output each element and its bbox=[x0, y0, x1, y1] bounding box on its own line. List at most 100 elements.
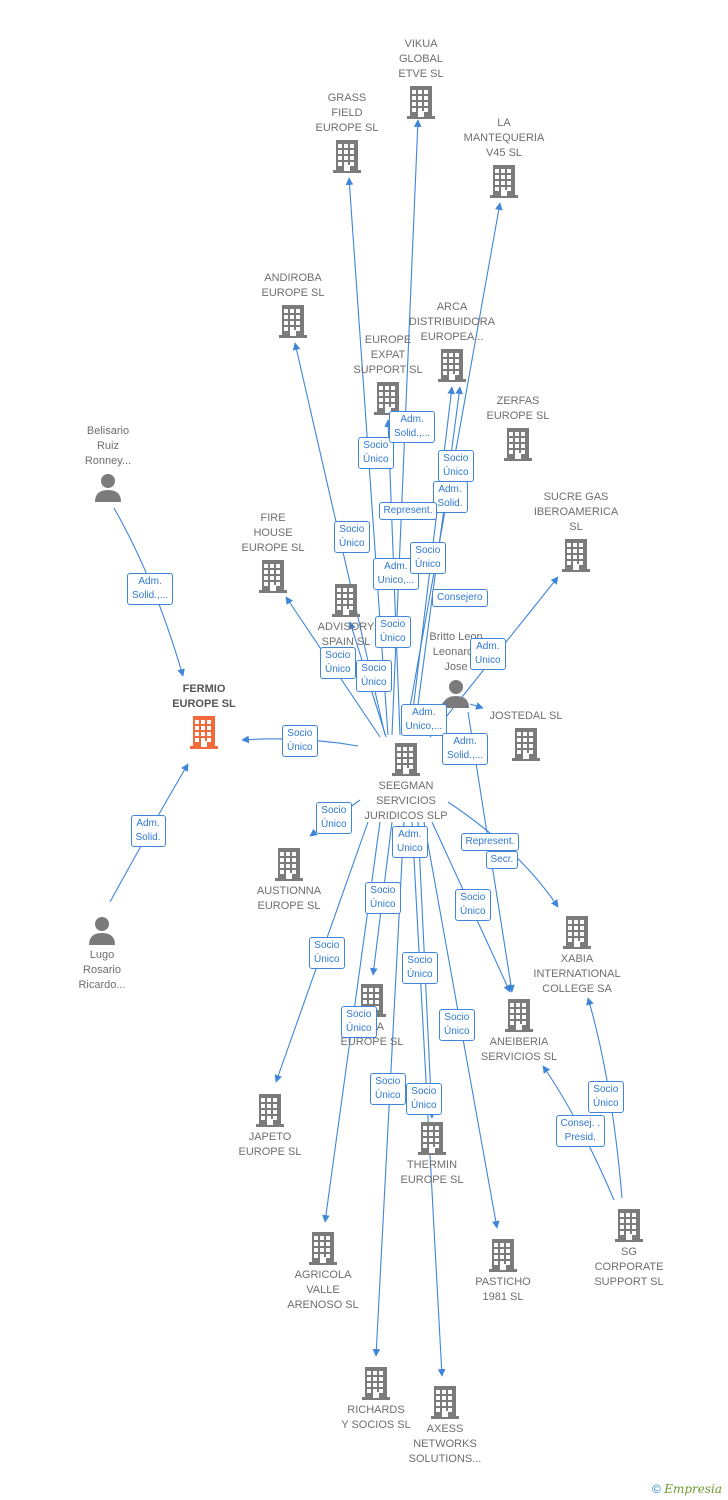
node-label: LA MANTEQUERIA V45 SL bbox=[463, 117, 545, 159]
node-fire[interactable]: FIRE HOUSE EUROPE SL bbox=[213, 511, 333, 593]
node-grass[interactable]: GRASS FIELD EUROPE SL bbox=[287, 91, 407, 173]
node-label: RICHARDS Y SOCIOS SL bbox=[341, 1404, 411, 1431]
node-thermin[interactable]: THERMIN EUROPE SL bbox=[372, 1121, 492, 1188]
building-icon bbox=[459, 998, 579, 1032]
node-pasticho[interactable]: PASTICHO 1981 SL bbox=[443, 1238, 563, 1305]
edge-label[interactable]: Socio Único bbox=[365, 882, 401, 914]
node-britto[interactable]: Britto Leon Leonardo Jose bbox=[396, 630, 516, 708]
node-japeto[interactable]: JAPETO EUROPE SL bbox=[210, 1093, 330, 1160]
node-zerfas[interactable]: ZERFAS EUROPE SL bbox=[458, 394, 578, 461]
edge-label[interactable]: Socio Único bbox=[588, 1081, 624, 1113]
edge-label[interactable]: Socio Único bbox=[370, 1073, 406, 1105]
node-sucre[interactable]: SUCRE GAS IBEROAMERICA SL bbox=[516, 490, 636, 572]
node-label: ANEIBERIA SERVICIOS SL bbox=[480, 1036, 558, 1063]
node-label: ARCA DISTRIBUIDORA EUROPEA... bbox=[408, 301, 496, 343]
edge-label[interactable]: Adm. Unico bbox=[470, 638, 506, 670]
building-icon bbox=[144, 715, 264, 749]
edge-label[interactable]: Adm. Solid. bbox=[432, 481, 468, 513]
person-icon bbox=[396, 678, 516, 708]
node-agricola[interactable]: AGRICOLA VALLE ARENOSO SL bbox=[263, 1231, 383, 1313]
node-label: EUROPE EXPAT SUPPORT SL bbox=[353, 334, 423, 376]
edge-label[interactable]: Socio Único bbox=[439, 1009, 475, 1041]
building-icon bbox=[466, 727, 586, 761]
node-aneiberia[interactable]: ANEIBERIA SERVICIOS SL bbox=[459, 998, 579, 1065]
edge-label[interactable]: Socio Único bbox=[309, 937, 345, 969]
brand-name: Empresia bbox=[664, 1482, 722, 1496]
building-icon bbox=[263, 1231, 383, 1265]
node-jostedal[interactable]: JOSTEDAL SL bbox=[466, 709, 586, 761]
building-icon bbox=[346, 742, 466, 776]
edge-label[interactable]: Adm. Solid. bbox=[130, 815, 166, 847]
node-vikua[interactable]: VIKUA GLOBAL ETVE SL bbox=[361, 37, 481, 119]
node-lamant[interactable]: LA MANTEQUERIA V45 SL bbox=[444, 116, 564, 198]
node-label: ZERFAS EUROPE SL bbox=[486, 395, 550, 422]
edge-label[interactable]: Represent. bbox=[460, 833, 520, 851]
node-richards[interactable]: RICHARDS Y SOCIOS SL bbox=[316, 1366, 436, 1433]
building-icon bbox=[516, 538, 636, 572]
node-label: JOSTEDAL SL bbox=[489, 710, 563, 722]
node-label: SUCRE GAS IBEROAMERICA SL bbox=[533, 491, 619, 533]
edge-label[interactable]: Adm. Solid.,... bbox=[127, 573, 174, 605]
node-sg[interactable]: SG CORPORATE SUPPORT SL bbox=[569, 1208, 689, 1290]
footer-brand[interactable]: © Empresia bbox=[652, 1482, 722, 1496]
edge-label[interactable]: Represent. bbox=[378, 502, 438, 520]
node-lugo[interactable]: Lugo Rosario Ricardo... bbox=[42, 915, 162, 993]
building-icon bbox=[444, 164, 564, 198]
building-icon bbox=[286, 583, 406, 617]
node-label: Lugo Rosario Ricardo... bbox=[78, 949, 126, 991]
node-label: PASTICHO 1981 SL bbox=[475, 1276, 531, 1303]
node-xabia[interactable]: XABIA INTERNATIONAL COLLEGE SA bbox=[517, 915, 637, 997]
node-andiroba[interactable]: ANDIROBA EUROPE SL bbox=[233, 271, 353, 338]
node-fermio[interactable]: FERMIO EUROPE SL bbox=[144, 682, 264, 749]
building-icon bbox=[392, 348, 512, 382]
edge-label[interactable]: Adm. Unico bbox=[392, 826, 428, 858]
edge-label[interactable]: Socio Único bbox=[455, 889, 491, 921]
edge-label[interactable]: Consej. . Presid. bbox=[555, 1115, 605, 1147]
edge-label[interactable]: Socio Único bbox=[402, 952, 438, 984]
building-icon bbox=[210, 1093, 330, 1127]
node-label: AUSTIONNA EUROPE SL bbox=[256, 885, 322, 912]
node-belisario[interactable]: Belisario Ruiz Ronney... bbox=[48, 424, 168, 502]
building-icon bbox=[229, 847, 349, 881]
edge-label[interactable]: Socio Único bbox=[316, 802, 352, 834]
building-icon bbox=[213, 559, 333, 593]
edge-label[interactable]: Socio Único bbox=[320, 647, 356, 679]
building-icon bbox=[517, 915, 637, 949]
building-icon bbox=[287, 139, 407, 173]
building-icon bbox=[458, 427, 578, 461]
node-label: XABIA INTERNATIONAL COLLEGE SA bbox=[533, 953, 621, 995]
building-icon bbox=[361, 85, 481, 119]
edge-label[interactable]: Socio Único bbox=[375, 616, 411, 648]
edge-label[interactable]: Socio Único bbox=[341, 1006, 377, 1038]
edge-label[interactable]: Socio Único bbox=[356, 660, 392, 692]
building-icon bbox=[328, 381, 448, 415]
edge-label[interactable]: Adm. Unico,... bbox=[400, 704, 448, 736]
edge-label[interactable]: Adm. Solid.,... bbox=[389, 411, 436, 443]
node-austionna[interactable]: AUSTIONNA EUROPE SL bbox=[229, 847, 349, 914]
node-label: ADVISORY SPAIN SL bbox=[317, 621, 375, 648]
node-label: AXESS NETWORKS SOLUTIONS... bbox=[408, 1423, 482, 1465]
edge-label[interactable]: Secr. bbox=[485, 851, 519, 869]
edge-label[interactable]: Socio Único bbox=[406, 1083, 442, 1115]
edge-label[interactable]: Consejero bbox=[432, 589, 488, 607]
edge-label[interactable]: Adm. Solid.,... bbox=[442, 733, 489, 765]
building-icon bbox=[443, 1238, 563, 1272]
node-label: FIRE HOUSE EUROPE SL bbox=[241, 512, 305, 554]
node-arca[interactable]: ARCA DISTRIBUIDORA EUROPEA... bbox=[392, 300, 512, 382]
node-label: Belisario Ruiz Ronney... bbox=[84, 425, 132, 467]
edge-label[interactable]: Socio Único bbox=[410, 542, 446, 574]
node-label: AGRICOLA VALLE ARENOSO SL bbox=[287, 1269, 359, 1311]
edge-label[interactable]: Socio Único bbox=[334, 521, 370, 553]
node-axess[interactable]: AXESS NETWORKS SOLUTIONS... bbox=[385, 1385, 505, 1467]
node-seegman[interactable]: SEEGMAN SERVICIOS JURIDICOS SLP bbox=[346, 742, 466, 824]
building-icon bbox=[385, 1385, 505, 1419]
node-expat[interactable]: EUROPE EXPAT SUPPORT SL bbox=[328, 333, 448, 415]
node-advisory[interactable]: ADVISORY SPAIN SL bbox=[286, 583, 406, 650]
edge-label[interactable]: Socio Único bbox=[438, 450, 474, 482]
person-icon bbox=[48, 472, 168, 502]
node-label: SEEGMAN SERVICIOS JURIDICOS SLP bbox=[364, 780, 448, 822]
node-label: SG CORPORATE SUPPORT SL bbox=[594, 1246, 664, 1288]
edge-label[interactable]: Socio Único bbox=[358, 437, 394, 469]
edge-label[interactable]: Socio Único bbox=[282, 725, 318, 757]
node-label: JAPETO EUROPE SL bbox=[238, 1131, 302, 1158]
